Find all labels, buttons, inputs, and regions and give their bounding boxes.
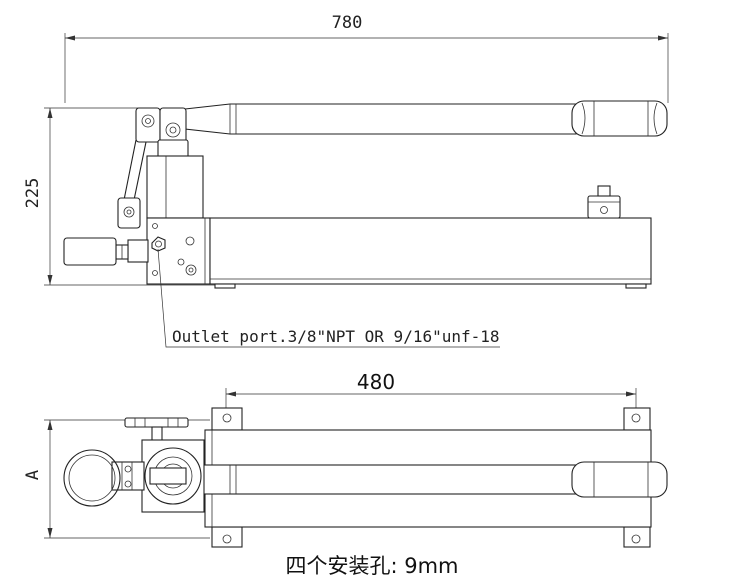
dimension-overall-length: 780 — [64, 13, 669, 103]
dimension-mount-spacing-label: 480 — [357, 370, 395, 394]
top-handle-lever — [185, 461, 668, 498]
reservoir-tank — [209, 217, 652, 289]
link-rod — [117, 139, 147, 229]
handle-grip — [571, 100, 668, 137]
dimension-overall-length-label: 780 — [332, 13, 363, 33]
top-pump-head — [111, 417, 205, 513]
dimension-width-label: A — [23, 470, 43, 480]
dimension-mount-spacing: 480 — [225, 370, 637, 412]
valve-block — [140, 217, 211, 285]
mounting-hole-icon — [222, 534, 232, 544]
mounting-hole-icon — [222, 413, 232, 423]
release-valve-knob — [63, 237, 149, 266]
dimension-height: 225 — [23, 107, 215, 286]
handle-pivot — [135, 107, 189, 159]
mounting-note: 四个安装孔: 9mm — [285, 554, 458, 577]
pump-cylinder — [146, 155, 204, 219]
top-view: 480 A — [23, 370, 668, 577]
base-plate — [211, 407, 651, 548]
outlet-port-hex — [151, 236, 166, 252]
dimension-height-label: 225 — [23, 178, 43, 209]
fill-cap — [587, 185, 621, 219]
mounting-hole-icon — [631, 534, 641, 544]
handle-lever — [175, 100, 668, 137]
outlet-port-label: Outlet port.3/8"NPT OR 9/16"unf-18 — [172, 327, 500, 346]
side-view: 780 225 — [23, 13, 669, 348]
outlet-port-callout: Outlet port.3/8"NPT OR 9/16"unf-18 — [157, 248, 500, 348]
top-release-knob — [63, 449, 121, 507]
mounting-hole-icon — [631, 413, 641, 423]
top-handle-grip — [571, 461, 668, 498]
